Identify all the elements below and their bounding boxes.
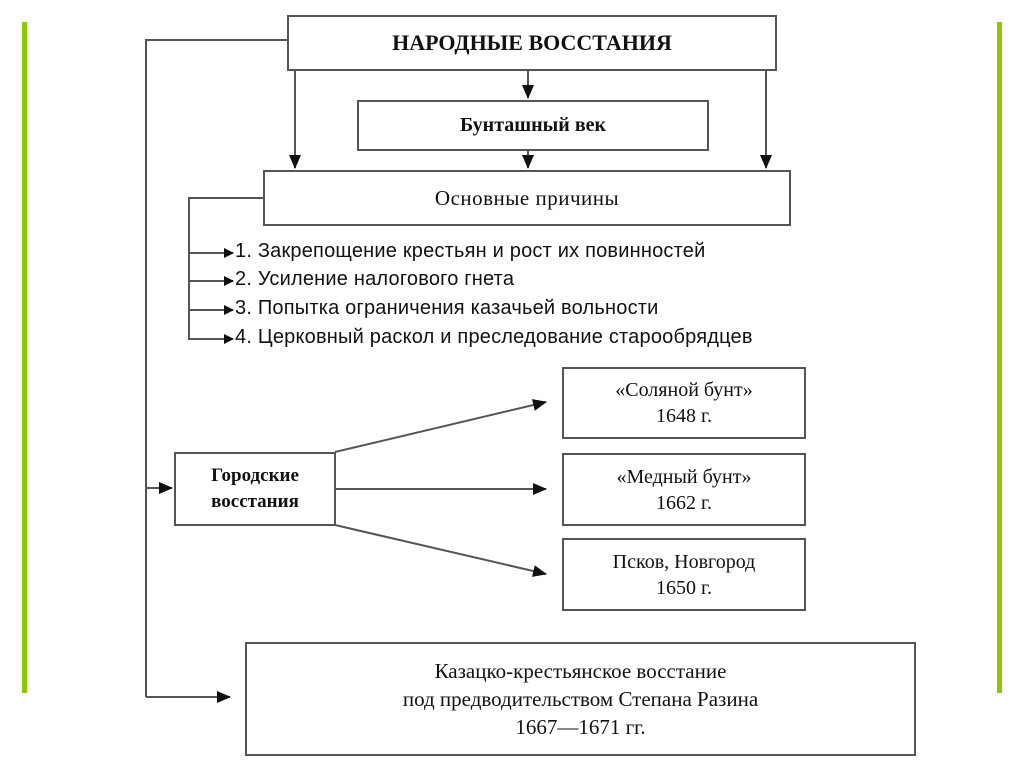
causes-heading-box: Основные причины (263, 170, 791, 226)
razin-line2: под предводительством Степана Разина (402, 687, 759, 711)
razin-line3: 1667—1671 гг. (515, 715, 646, 739)
subtitle-box: Бунташный век (357, 100, 709, 151)
title-text: НАРОДНЫЕ ВОССТАНИЯ (392, 30, 672, 55)
title-box: НАРОДНЫЕ ВОССТАНИЯ (287, 15, 777, 71)
event-name: «Медный бунт» (616, 465, 752, 488)
event-name: Псков, Новгород (612, 550, 756, 573)
event-year: 1650 г. (656, 576, 712, 599)
arrow-urban-salt (334, 399, 547, 453)
cause-item: 2. Усиление налогового гнета (235, 268, 515, 290)
urban-label-line1: Городские (211, 465, 299, 486)
right-accent-bar (997, 22, 1002, 693)
subtitle-text: Бунташный век (459, 114, 607, 136)
event-year: 1648 г. (656, 405, 712, 427)
event-box-salt-riot: «Соляной бунт» 1648 г. (562, 367, 806, 439)
event-box-copper-riot: «Медный бунт» 1662 г. (562, 453, 806, 526)
event-year: 1662 г. (656, 491, 712, 514)
causes-heading-text: Основные причины (434, 185, 620, 210)
cause-item: 3. Попытка ограничения казачьей вольност… (235, 297, 659, 319)
urban-label-line2: восстания (211, 491, 299, 512)
trunk-line (145, 39, 287, 697)
event-name: «Соляной бунт» (615, 379, 753, 401)
left-accent-bar (22, 22, 27, 693)
causes-branch-line (188, 197, 263, 340)
cause-item: 1. Закрепощение крестьян и рост их повин… (235, 240, 706, 262)
urban-uprisings-box: Городские восстания (174, 452, 336, 526)
razin-line1: Казацко-крестьянское восстание (434, 659, 727, 683)
cause-item: 4. Церковный раскол и преследование стар… (235, 326, 753, 348)
event-box-pskov-novgorod: Псков, Новгород 1650 г. (562, 538, 806, 611)
razin-uprising-box: Казацко-крестьянское восстание под предв… (245, 642, 916, 756)
arrow-urban-pskov (334, 524, 547, 577)
